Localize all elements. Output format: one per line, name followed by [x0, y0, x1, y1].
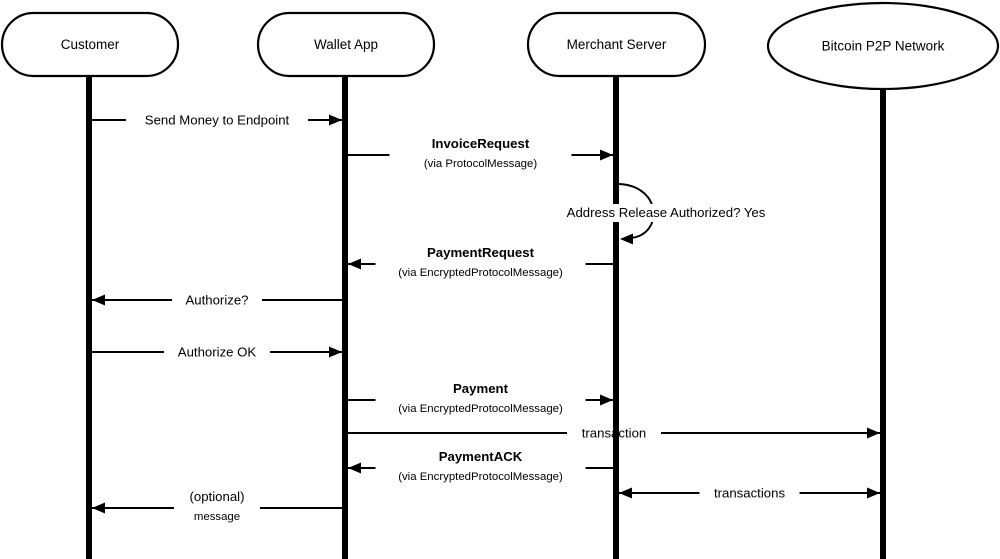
arrow-head — [329, 346, 342, 358]
message-label-invoice-request: InvoiceRequest — [432, 136, 530, 151]
actor-label-wallet: Wallet App — [314, 37, 378, 52]
message-label-transactions: transactions — [714, 486, 786, 501]
arrow-head — [619, 487, 632, 499]
lifeline-merchant — [613, 74, 619, 559]
message-transaction[interactable]: transaction — [348, 426, 880, 441]
message-sublabel-payment-ack: (via EncryptedProtocolMessage) — [398, 471, 563, 483]
arrow-head — [600, 149, 613, 161]
arrow-head — [620, 233, 633, 245]
arrow-head — [348, 258, 361, 270]
actors-layer: Customer Wallet App Merchant Server Bitcoin… — [0, 1, 1000, 91]
lifeline-wallet — [342, 74, 348, 559]
message-sublabel-optional-message: message — [194, 511, 240, 523]
label-backdrop — [460, 204, 700, 222]
actor-label-merchant: Merchant Server — [567, 37, 667, 52]
actor-box-merchant[interactable] — [526, 11, 707, 78]
arrow-head — [867, 427, 880, 439]
arrow-head — [867, 487, 880, 499]
message-sublabel-invoice-request: (via ProtocolMessage) — [424, 158, 538, 170]
message-label-payment: Payment — [453, 381, 509, 396]
message-label-optional-message: (optional) — [190, 489, 245, 504]
message-payment-ack[interactable]: PaymentACK (via EncryptedProtocolMessage) — [348, 449, 613, 483]
message-label-address-release: Address Release Authorized? Yes — [567, 205, 766, 220]
message-payment-request[interactable]: PaymentRequest (via EncryptedProtocolMess… — [348, 245, 613, 279]
message-payment[interactable]: Payment (via EncryptedProtocolMessage) — [348, 381, 613, 415]
message-send-money[interactable]: Send Money to Endpoint — [92, 113, 342, 128]
message-label-payment-request: PaymentRequest — [427, 245, 535, 260]
actor-label-customer: Customer — [61, 37, 120, 52]
message-invoice-request[interactable]: InvoiceRequest (via ProtocolMessage) — [348, 136, 613, 170]
message-label-authorize-ok: Authorize OK — [178, 345, 257, 360]
message-label-payment-ack: PaymentACK — [439, 449, 523, 464]
actor-label-bitcoin: Bitcoin P2P Network — [822, 39, 945, 54]
lifelines-layer — [86, 74, 886, 559]
message-optional-message[interactable]: (optional) message — [92, 489, 342, 523]
message-label-transaction: transaction — [582, 426, 647, 441]
message-label-send-money: Send Money to Endpoint — [145, 113, 290, 128]
arrow-head — [348, 462, 361, 474]
actor-box-bitcoin[interactable] — [766, 1, 1000, 91]
arrow-head — [92, 294, 105, 306]
message-sublabel-payment: (via EncryptedProtocolMessage) — [398, 403, 563, 415]
lifeline-customer — [86, 74, 92, 559]
message-sublabel-payment-request: (via EncryptedProtocolMessage) — [398, 267, 563, 279]
message-authorize-question[interactable]: Authorize? — [92, 293, 342, 308]
message-transactions[interactable]: transactions — [619, 486, 880, 501]
message-label-authorize-question: Authorize? — [185, 293, 248, 308]
message-authorize-ok[interactable]: Authorize OK — [92, 345, 342, 360]
arrow-head — [329, 114, 342, 126]
message-address-release[interactable]: Address Release Authorized? Yes — [460, 183, 766, 245]
actor-box-wallet[interactable] — [256, 11, 436, 78]
arrow-head — [92, 502, 105, 514]
lifeline-bitcoin — [880, 87, 886, 559]
actor-box-customer[interactable] — [0, 11, 180, 78]
arrow-head — [600, 394, 613, 406]
